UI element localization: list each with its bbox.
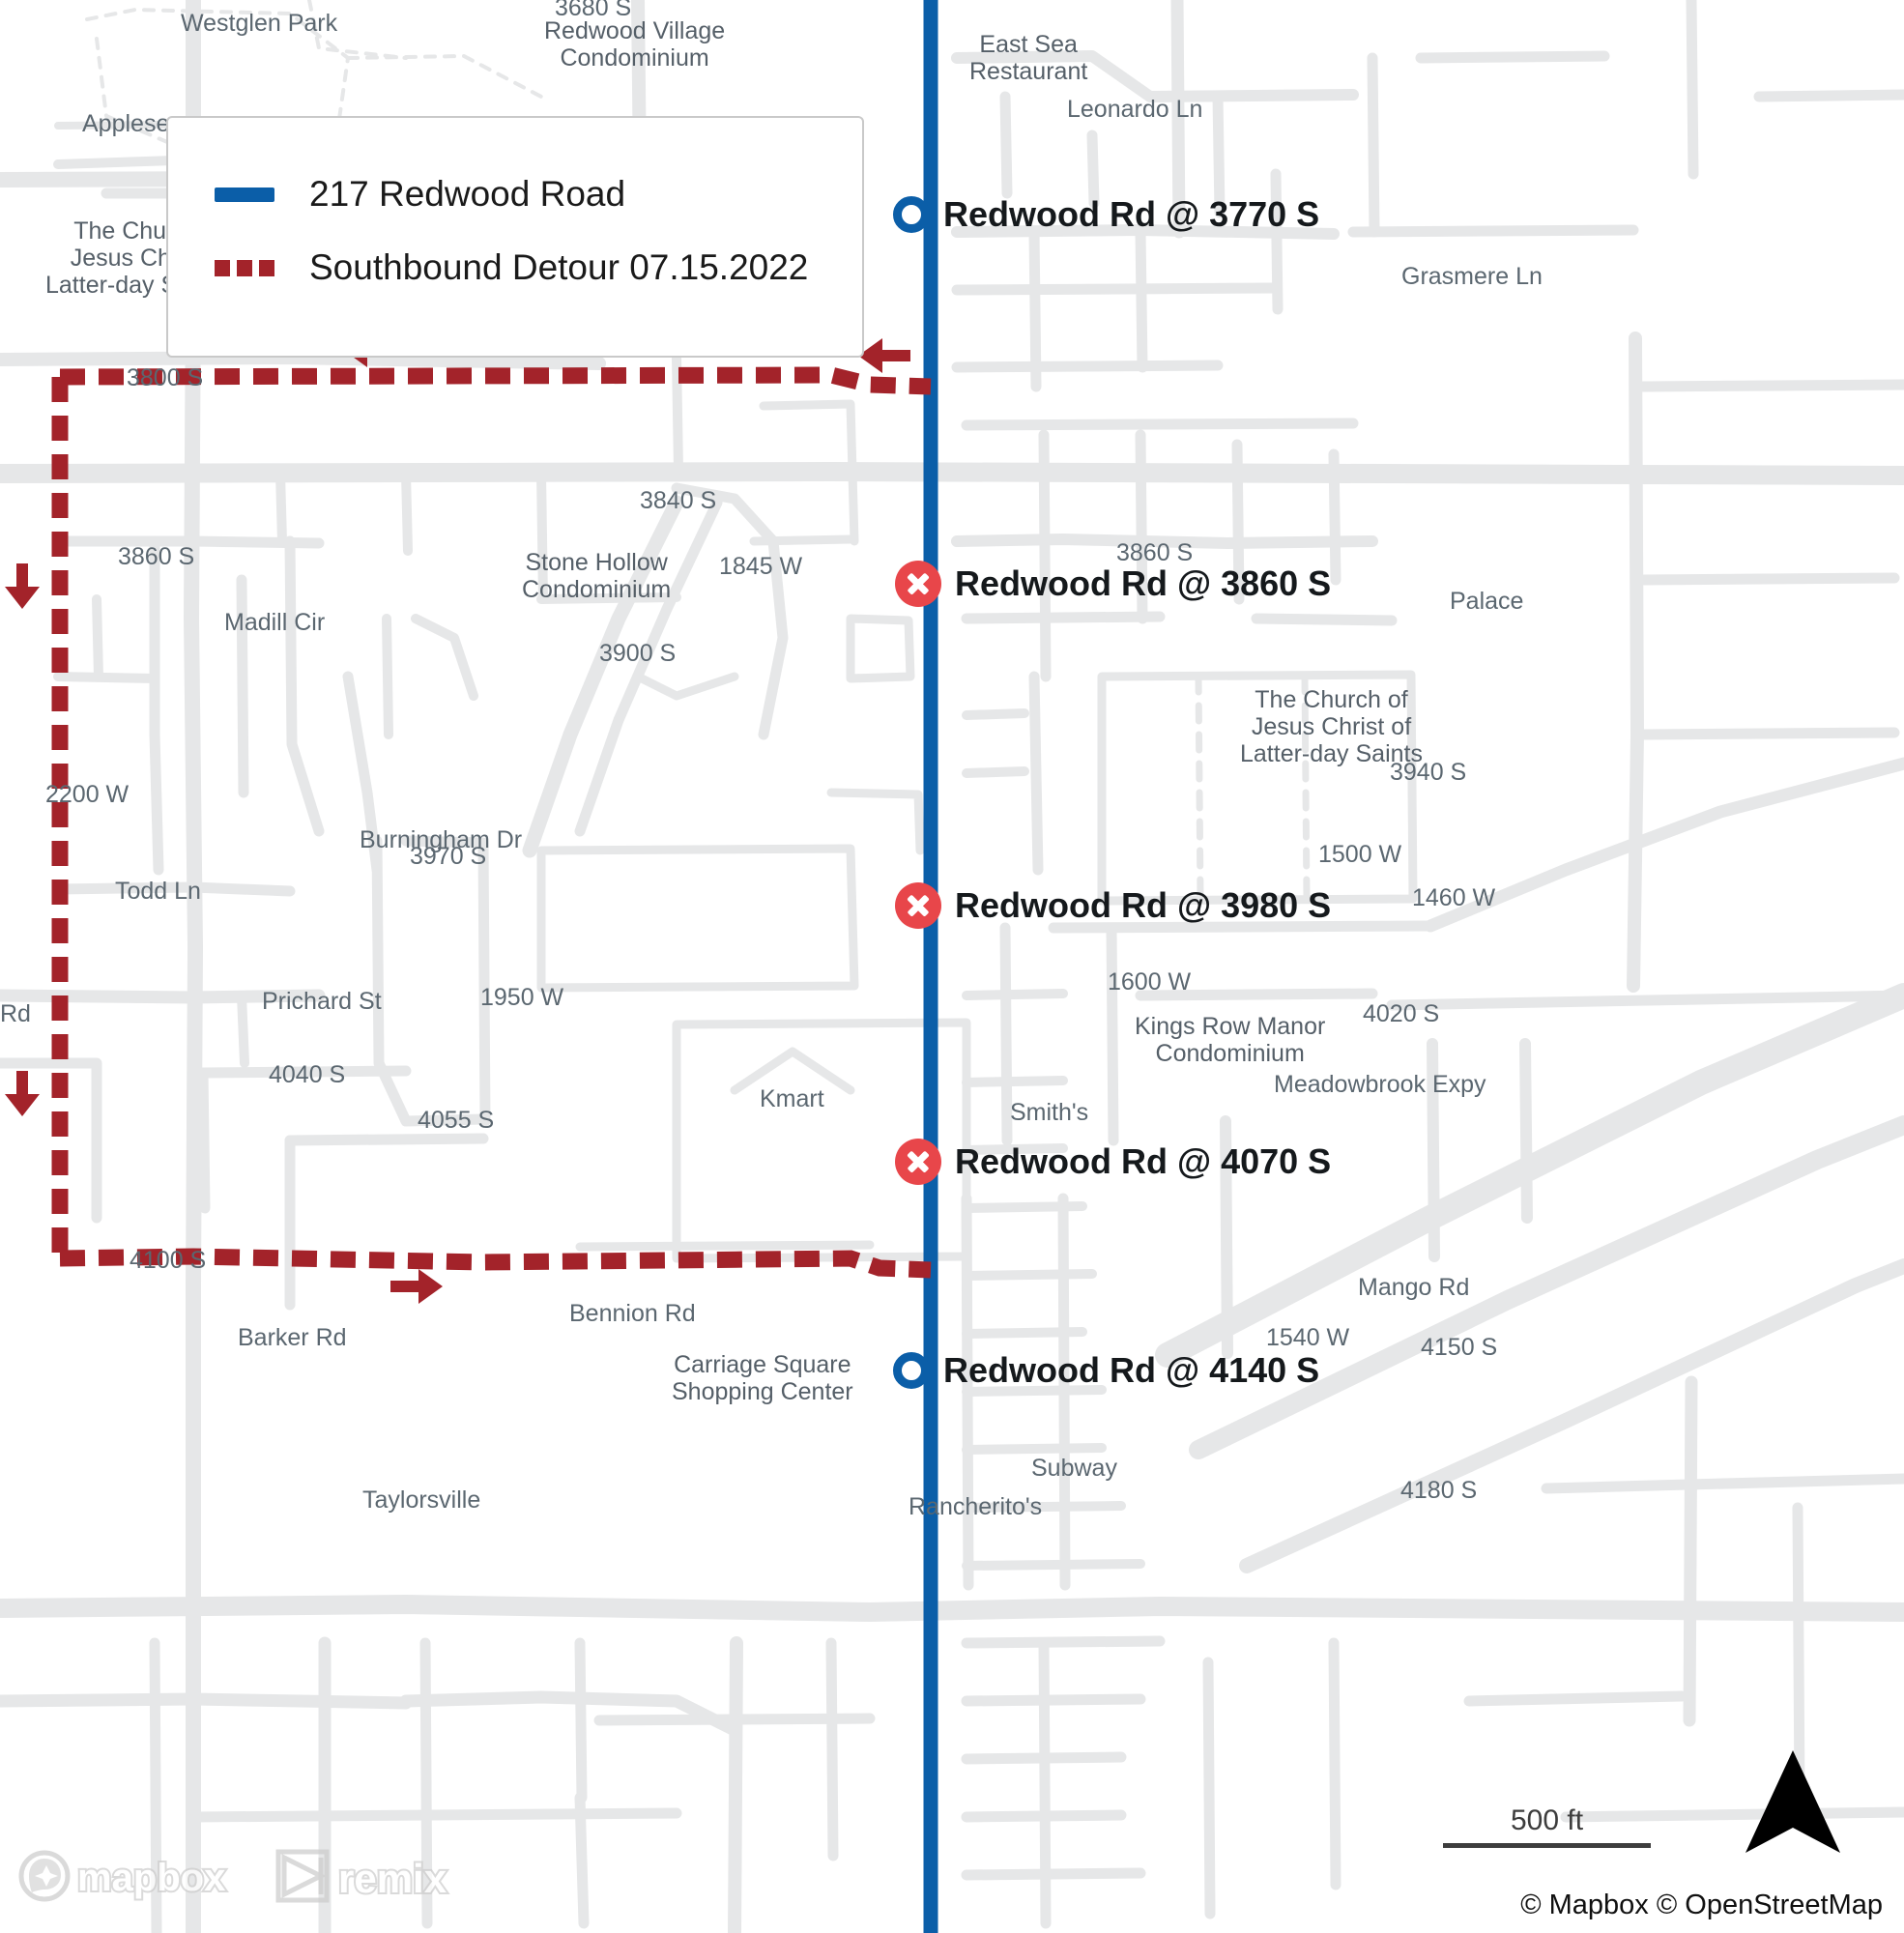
stop-closed-x-icon[interactable]: [895, 561, 941, 607]
transit-stop[interactable]: Redwood Rd @ 4070 S: [895, 1139, 1331, 1185]
stop-circle-icon[interactable]: [893, 1352, 930, 1389]
arrow-south-upper: [5, 563, 40, 609]
stop-closed-x-icon[interactable]: [895, 1139, 941, 1185]
legend-swatch-detour-line: [215, 259, 274, 276]
legend-swatch-route-line: [215, 187, 274, 202]
stop-circle-icon[interactable]: [893, 196, 930, 233]
mapbox-logo[interactable]: mapbox: [17, 1846, 259, 1906]
southbound-detour-route: [59, 366, 932, 395]
legend-item-detour: Southbound Detour 07.15.2022: [168, 238, 862, 298]
scale-bar-line: [1443, 1843, 1651, 1848]
southbound-detour-route-south: [59, 1248, 932, 1279]
stop-label: Redwood Rd @ 4070 S: [955, 1141, 1332, 1181]
map-legend: 217 Redwood Road Southbound Detour 07.15…: [166, 116, 864, 358]
stop-label: Redwood Rd @ 4140 S: [943, 1350, 1320, 1390]
legend-item-route: 217 Redwood Road: [168, 164, 862, 224]
stop-label: Redwood Rd @ 3980 S: [955, 885, 1332, 925]
svg-text:mapbox: mapbox: [77, 1857, 225, 1899]
scale-distance-label: 500 ft: [1510, 1804, 1584, 1836]
stop-label: Redwood Rd @ 3860 S: [955, 563, 1332, 603]
transit-stop[interactable]: Redwood Rd @ 3860 S: [895, 561, 1331, 607]
map-attribution-text: © Mapbox © OpenStreetMap: [1520, 1890, 1883, 1920]
transit-stop[interactable]: Redwood Rd @ 4140 S: [893, 1350, 1319, 1391]
brand-attribution-bar: mapbox remix: [17, 1846, 476, 1906]
remix-logo[interactable]: remix: [273, 1846, 476, 1906]
transit-stop[interactable]: Redwood Rd @ 3770 S: [893, 194, 1319, 235]
scale-bar-widget: 500 ft: [1443, 1804, 1651, 1848]
arrow-south-lower: [5, 1071, 40, 1116]
legend-label-route: 217 Redwood Road: [309, 174, 626, 214]
stop-label: Redwood Rd @ 3770 S: [943, 194, 1320, 234]
north-arrow-icon: [1745, 1750, 1840, 1853]
svg-text:remix: remix: [338, 1856, 447, 1901]
arrow-east-bottom: [390, 1269, 443, 1304]
stop-closed-x-icon[interactable]: [895, 882, 941, 929]
transit-stop[interactable]: Redwood Rd @ 3980 S: [895, 882, 1331, 929]
legend-label-detour: Southbound Detour 07.15.2022: [309, 247, 809, 287]
arrow-west-top-right: [858, 338, 910, 373]
